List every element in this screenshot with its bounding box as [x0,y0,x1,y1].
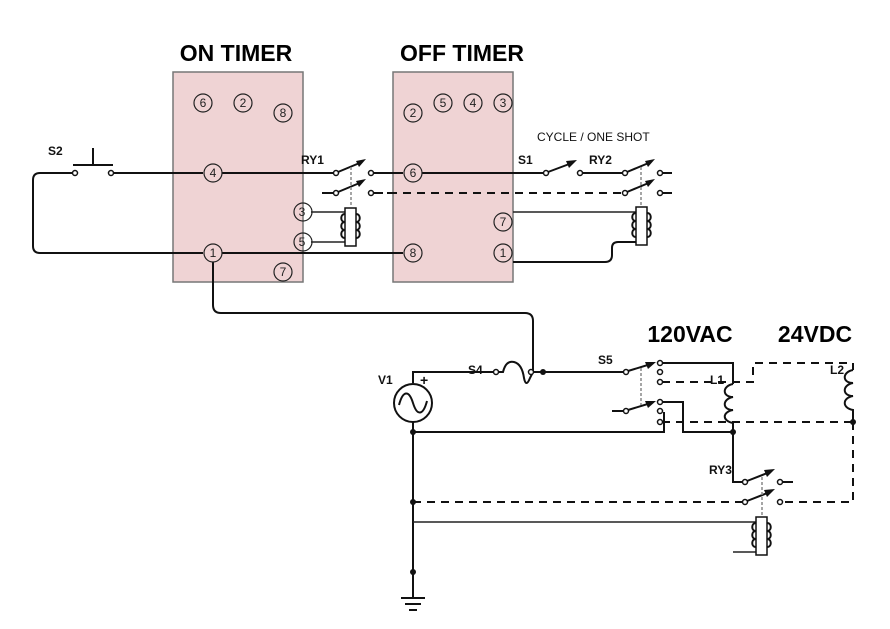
off-pin-circle [463,93,483,113]
junction-dot [850,419,856,425]
label-ry1: RY1 [301,153,324,167]
on-pin-label: 4 [210,166,217,180]
on-timer-pins: 6 2 8 4 3 5 1 7 [193,93,313,282]
on-pin-label: 5 [299,235,306,249]
on-pin-circle [193,93,213,113]
off-timer-title: OFF TIMER [400,40,524,66]
coil-l2 [843,369,854,422]
wire-off-pin1-to-ry2-coil [513,241,636,263]
wire-v1-to-s4 [412,371,496,383]
off-pin-label: 2 [410,106,417,120]
relay-ry1-contacts [332,159,375,207]
switch-s5[interactable] [622,359,664,426]
label-s4: S4 [468,363,483,377]
label-l1: L1 [710,373,724,387]
label-s5: S5 [598,353,613,367]
on-timer-title: ON TIMER [180,40,293,66]
on-pin-circle [273,103,293,123]
junction-dot [540,369,546,375]
off-pin-label: 8 [410,246,417,260]
wire-s5-pole2-out [662,401,733,433]
on-pin-circle [233,93,253,113]
on-pin-circle [203,243,223,263]
off-pin-circle [403,163,423,183]
cycle-one-shot-note: CYCLE / ONE SHOT [537,130,650,144]
on-pin-label: 7 [280,265,287,279]
off-pin-circle [403,243,423,263]
off-pin-circle [403,103,423,123]
fuse-s4-terminals [492,368,535,376]
on-pin-label: 3 [299,205,306,219]
relay-ry3-contacts [741,469,784,517]
wire-s5-to-l1 [662,362,734,384]
off-pin-circle [493,243,513,263]
on-pin-label: 1 [210,246,217,260]
off-pin-label: 5 [440,96,447,110]
wire-pin1-to-supply [212,262,534,372]
ac-source-v1: + [393,372,433,423]
off-pin-label: 7 [500,215,507,229]
dashed-wire-s5-dc [662,362,854,383]
off-timer-box [392,71,514,283]
junction-dot [730,429,736,435]
on-pin-label: 8 [280,106,287,120]
label-s1: S1 [518,153,533,167]
off-pin-label: 3 [500,96,507,110]
junction-dot [410,569,416,575]
relay-ry3-coil [751,516,772,556]
dashed-wire-l2-to-ry3 [782,422,854,503]
junction-dot [410,429,416,435]
junction-dot [410,499,416,505]
label-ry2: RY2 [589,153,612,167]
on-pin-label: 6 [200,96,207,110]
on-pin-label: 2 [240,96,247,110]
s2-loop-wire [32,172,203,254]
label-s2: S2 [48,144,63,158]
relay-ry2-contacts [621,159,664,207]
switch-s2[interactable] [71,148,115,177]
coil-l1 [723,383,734,424]
off-pin-circle [433,93,453,113]
off-pin-circle [493,93,513,113]
on-pin-circle [273,262,293,282]
wire-neutral-rail [413,412,665,433]
label-ry3: RY3 [709,463,732,477]
on-pin-circle [293,232,313,252]
ground-icon [401,597,425,611]
on-pin-circle [293,202,313,222]
off-pin-label: 6 [410,166,417,180]
off-timer-pins: 2 5 4 3 6 7 8 1 [403,93,513,263]
ac-section-title: 120VAC [647,321,732,347]
off-pin-label: 1 [500,246,507,260]
v1-polarity: + [420,372,428,388]
relay-ry2-coil [631,206,652,246]
label-l2: L2 [830,363,844,377]
relay-ry1-coil [340,207,361,247]
off-pin-label: 4 [470,96,477,110]
off-pin-circle [493,212,513,232]
wire-l1-to-ry3 [732,423,743,483]
fuse-s4 [496,360,534,384]
switch-s1[interactable] [542,160,584,177]
dc-section-title: 24VDC [778,321,852,347]
label-v1: V1 [378,373,393,387]
on-pin-circle [203,163,223,183]
